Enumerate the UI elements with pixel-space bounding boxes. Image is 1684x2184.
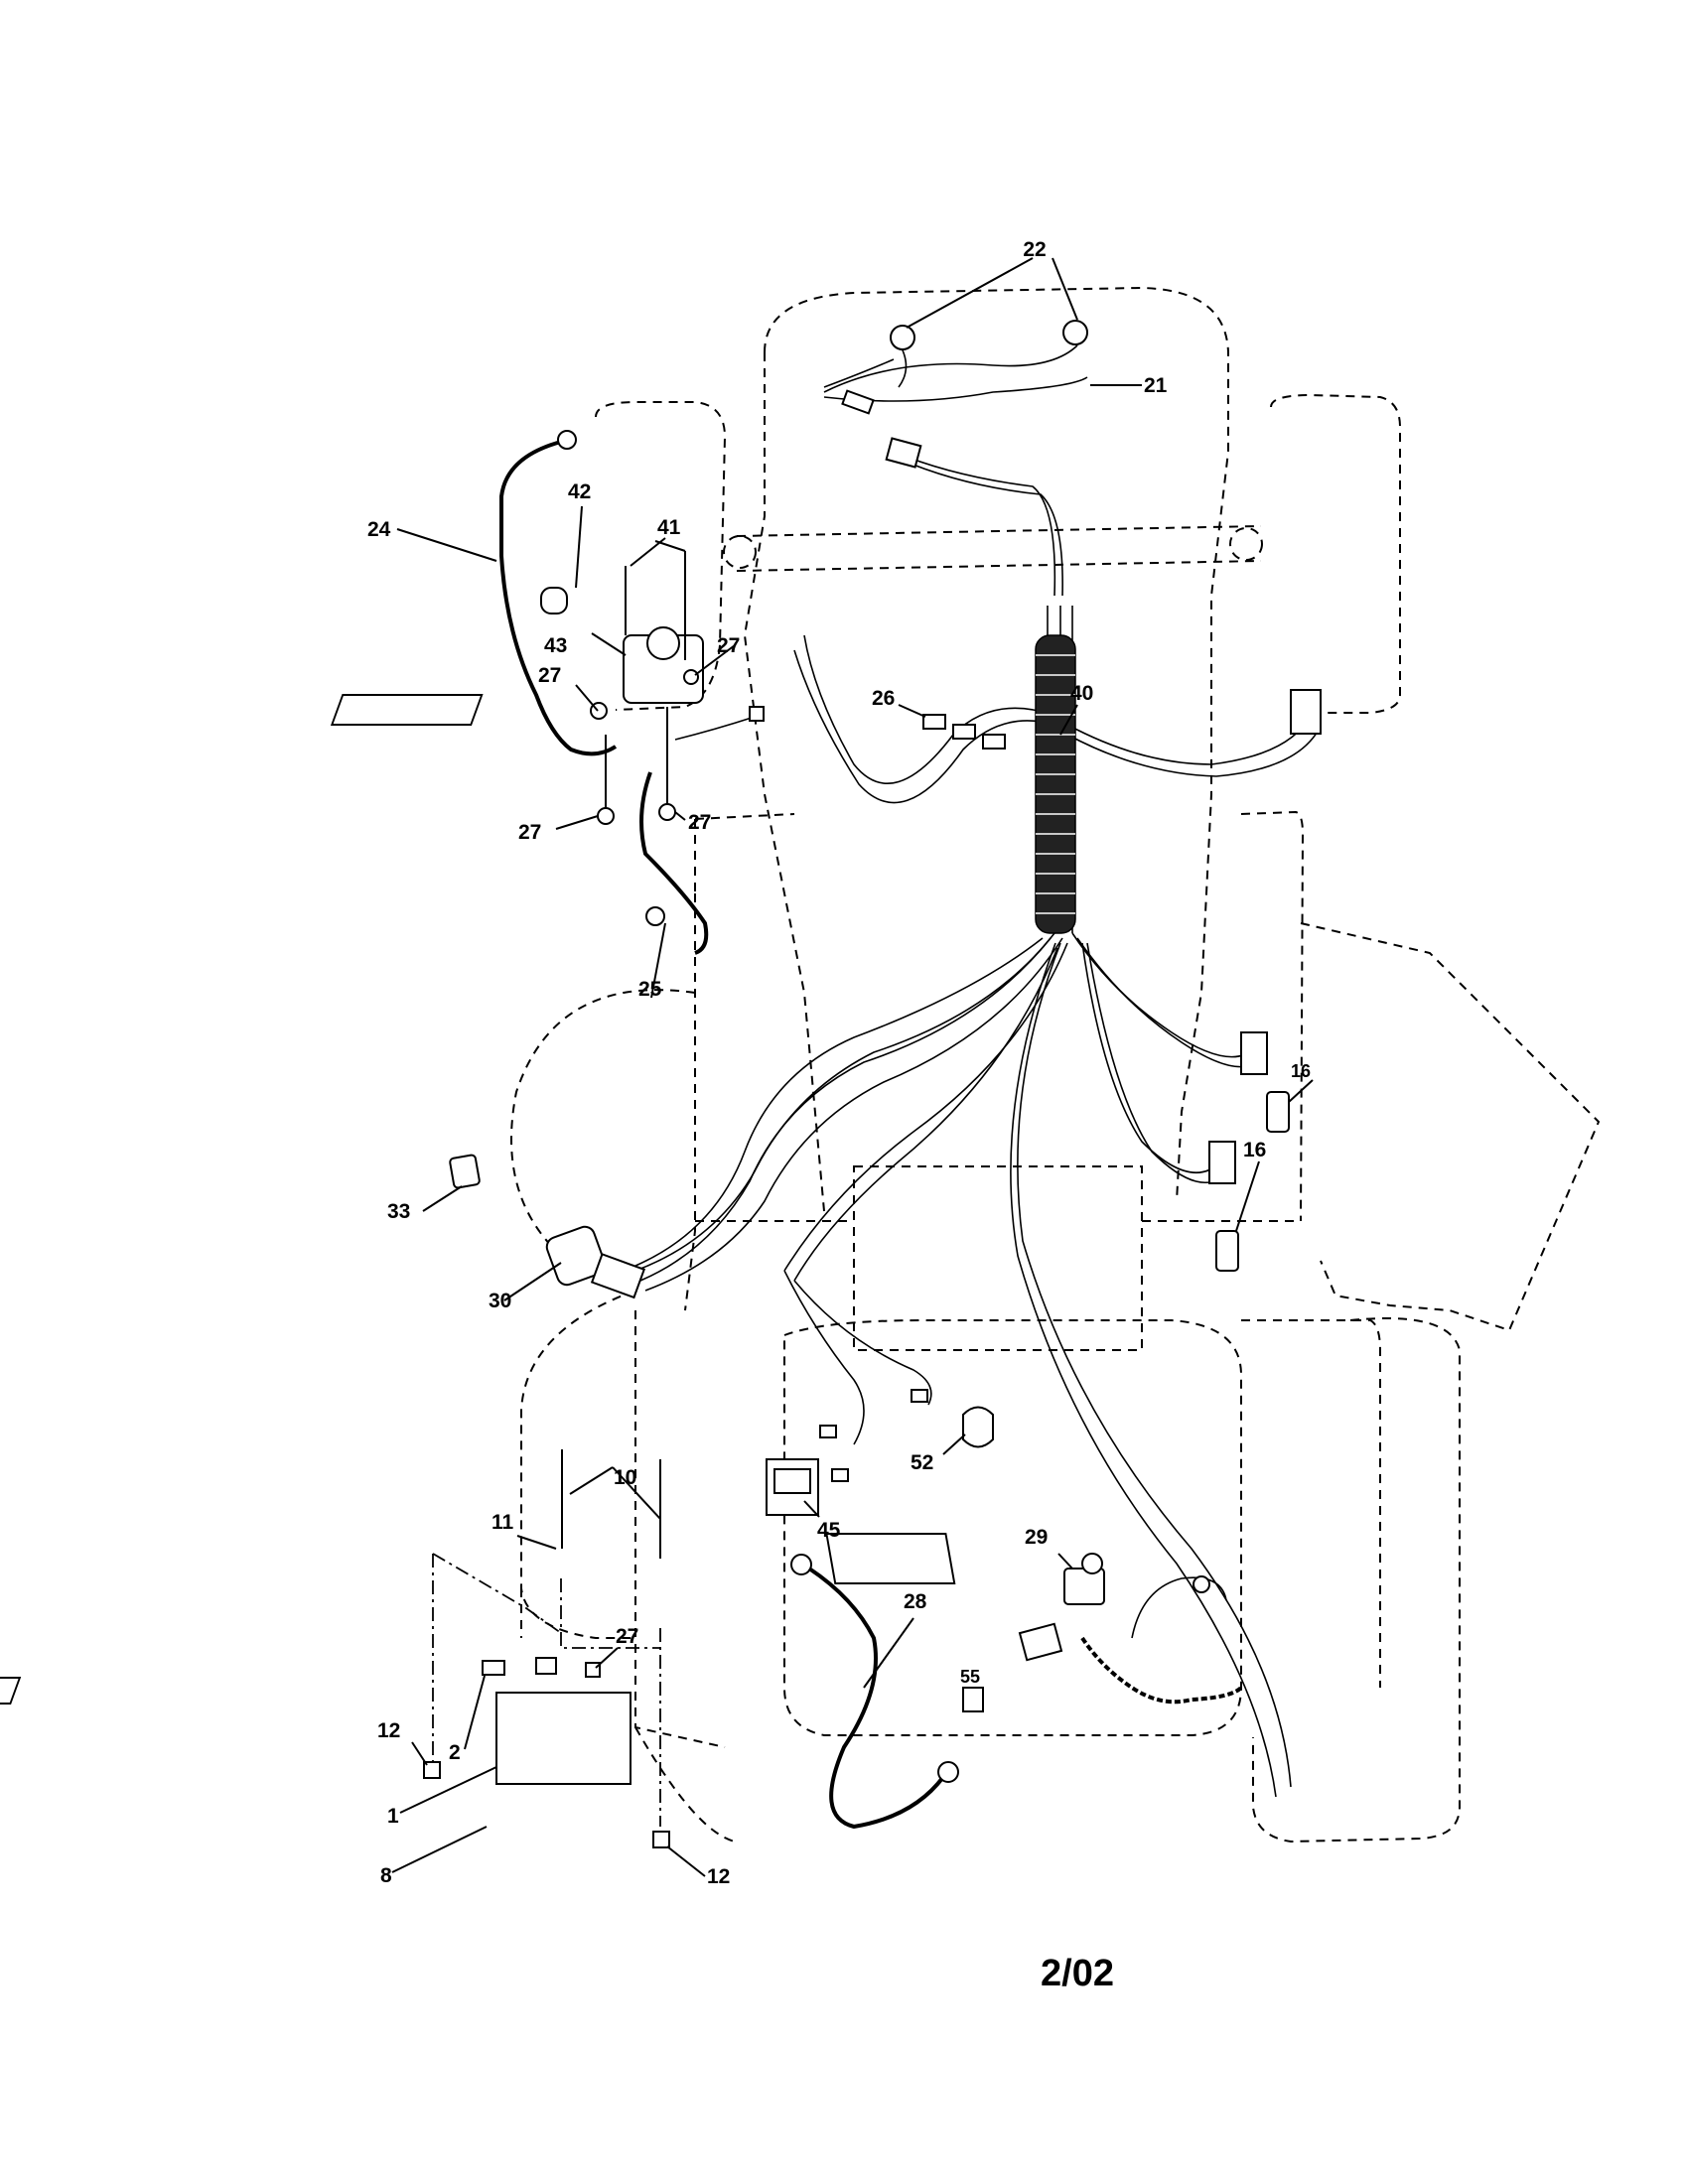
callout-30: 30 xyxy=(489,1290,511,1312)
ground-cable xyxy=(790,1554,984,1830)
callout-27-d: 27 xyxy=(688,811,711,834)
main-wire-harness xyxy=(605,437,1322,1798)
starter-solenoid xyxy=(330,551,765,825)
callout-1: 1 xyxy=(387,1805,399,1828)
callout-21: 21 xyxy=(1144,374,1168,397)
chassis-outline xyxy=(510,286,1601,1843)
callout-12-b: 12 xyxy=(707,1865,730,1888)
callout-29: 29 xyxy=(1025,1526,1048,1549)
callout-25: 25 xyxy=(638,978,662,1001)
callout-27-e: 27 xyxy=(616,1625,638,1648)
callout-leader-lines xyxy=(391,257,1314,1877)
callout-28: 28 xyxy=(904,1590,927,1613)
callout-27-b: 27 xyxy=(538,664,561,687)
callout-24: 24 xyxy=(367,518,391,541)
callout-labels: 22 21 24 42 41 43 27 27 27 27 25 26 40 1… xyxy=(367,238,1311,1888)
callout-16-a: 16 xyxy=(1291,1061,1311,1081)
callout-16-b: 16 xyxy=(1243,1139,1266,1161)
battery-assembly xyxy=(0,1449,956,1848)
headlight-bulb-right-icon xyxy=(1062,320,1088,345)
callout-52: 52 xyxy=(911,1451,933,1474)
callout-2: 2 xyxy=(449,1741,461,1764)
battery-hold-down-chain-lines xyxy=(426,1553,661,1827)
headlight-harness xyxy=(823,320,1088,415)
seat-and-module-parts xyxy=(766,1389,1243,1705)
callout-43: 43 xyxy=(544,634,567,657)
callout-42: 42 xyxy=(568,480,591,503)
callout-27-c: 27 xyxy=(518,821,541,844)
callout-27-a: 27 xyxy=(717,634,740,657)
callout-41: 41 xyxy=(657,516,681,539)
callout-10: 10 xyxy=(614,1466,636,1489)
callout-11: 11 xyxy=(491,1511,514,1534)
callout-26: 26 xyxy=(872,687,895,710)
headlight-bulb-left-icon xyxy=(890,325,915,350)
callout-55: 55 xyxy=(960,1667,980,1687)
callout-8: 8 xyxy=(380,1864,392,1887)
callout-33: 33 xyxy=(387,1200,410,1223)
date-code: 2/02 xyxy=(1041,1953,1114,1994)
callout-12-a: 12 xyxy=(377,1719,400,1742)
battery-cables xyxy=(499,430,709,955)
callout-45: 45 xyxy=(817,1519,841,1542)
callout-22: 22 xyxy=(1023,238,1046,261)
callout-40: 40 xyxy=(1070,682,1093,705)
ignition-switch xyxy=(449,1154,646,1299)
